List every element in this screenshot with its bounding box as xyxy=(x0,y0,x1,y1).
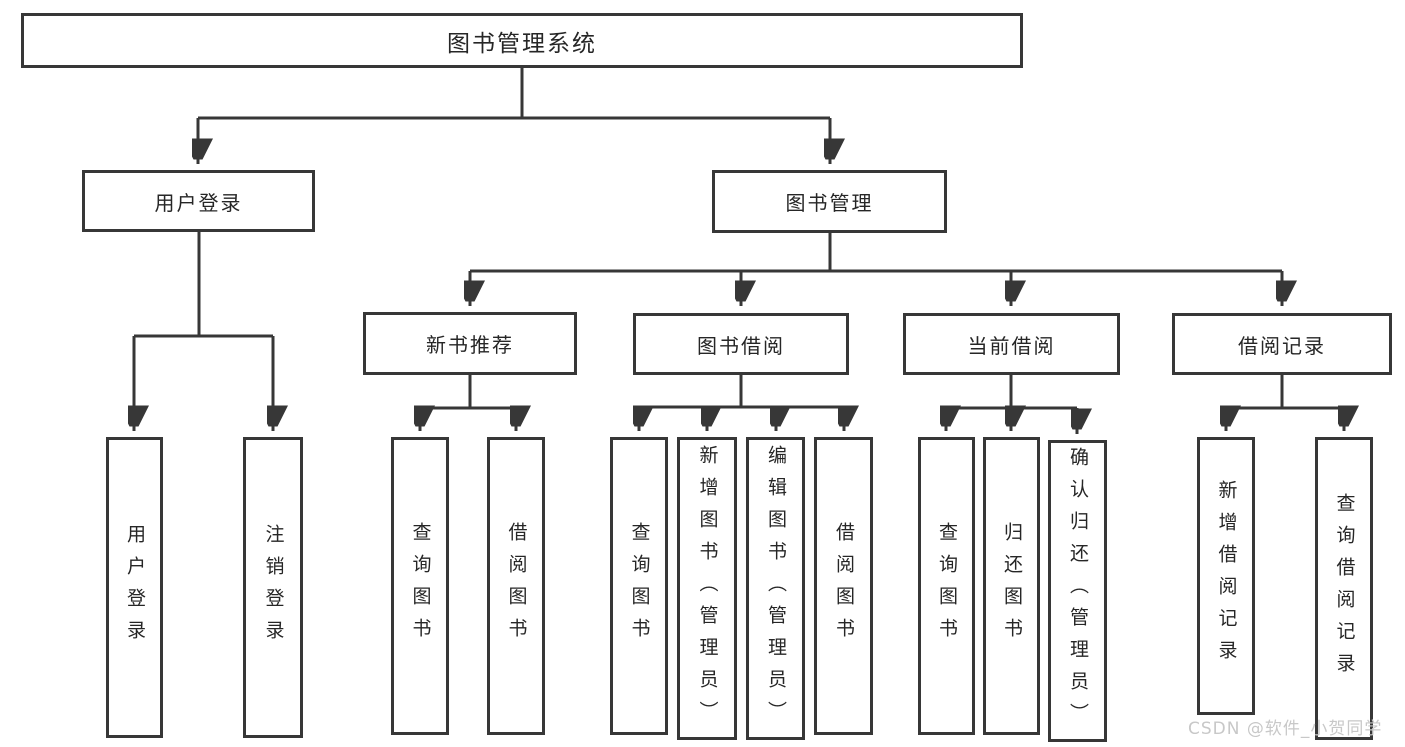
leaf-recommend-query-books-label: 查询图书 xyxy=(409,522,432,650)
node-root: 图书管理系统 xyxy=(21,13,1023,68)
node-user-login-label: 用户登录 xyxy=(154,190,243,215)
leaf-user-login: 用户登录 xyxy=(106,437,163,738)
leaf-recommend-query-books: 查询图书 xyxy=(391,437,449,735)
leaf-recommend-borrow-books: 借阅图书 xyxy=(487,437,545,735)
leaf-current-return-books-label: 归还图书 xyxy=(1001,522,1023,650)
node-current-borrowing-label: 当前借阅 xyxy=(967,333,1056,358)
node-root-label: 图书管理系统 xyxy=(447,30,597,57)
leaf-borrowing-borrow-books: 借阅图书 xyxy=(814,437,873,735)
node-borrow-records: 借阅记录 xyxy=(1172,313,1392,375)
node-book-management: 图书管理 xyxy=(712,170,947,233)
leaf-borrowing-add-books-admin-label: 新增图书（管理员） xyxy=(696,444,719,733)
leaf-user-login-label: 用户登录 xyxy=(124,523,146,652)
leaf-current-confirm-return-admin-label: 确认归还（管理员） xyxy=(1067,447,1089,735)
node-new-book-recommend: 新书推荐 xyxy=(363,312,577,375)
leaf-recommend-borrow-books-label: 借阅图书 xyxy=(505,522,528,650)
leaf-logout: 注销登录 xyxy=(243,437,303,738)
node-book-management-label: 图书管理 xyxy=(785,191,874,215)
leaf-logout-label: 注销登录 xyxy=(262,523,285,652)
leaf-borrowing-edit-books-admin-label: 编辑图书（管理员） xyxy=(765,444,787,733)
node-book-borrowing-label: 图书借阅 xyxy=(697,333,785,358)
leaf-records-query-record-label: 查询借阅记录 xyxy=(1333,492,1356,685)
leaf-borrowing-query-books: 查询图书 xyxy=(610,437,668,735)
node-book-borrowing: 图书借阅 xyxy=(633,313,849,375)
leaf-current-return-books: 归还图书 xyxy=(983,437,1040,735)
watermark: CSDN @软件_小贺同学 xyxy=(1188,719,1383,739)
leaf-borrowing-add-books-admin: 新增图书（管理员） xyxy=(677,437,737,740)
leaf-records-query-record: 查询借阅记录 xyxy=(1315,437,1373,740)
node-user-login: 用户登录 xyxy=(82,170,315,232)
leaf-borrowing-borrow-books-label: 借阅图书 xyxy=(833,522,855,650)
leaf-current-query-books: 查询图书 xyxy=(918,437,975,735)
leaf-records-add-record-label: 新增借阅记录 xyxy=(1215,480,1238,672)
node-new-book-recommend-label: 新书推荐 xyxy=(426,333,514,357)
node-current-borrowing: 当前借阅 xyxy=(903,313,1120,375)
leaf-borrowing-query-books-label: 查询图书 xyxy=(628,522,651,650)
leaf-current-query-books-label: 查询图书 xyxy=(936,522,958,650)
node-borrow-records-label: 借阅记录 xyxy=(1238,333,1326,358)
leaf-records-add-record: 新增借阅记录 xyxy=(1197,437,1255,715)
leaf-borrowing-edit-books-admin: 编辑图书（管理员） xyxy=(746,437,805,740)
leaf-current-confirm-return-admin: 确认归还（管理员） xyxy=(1048,440,1107,742)
